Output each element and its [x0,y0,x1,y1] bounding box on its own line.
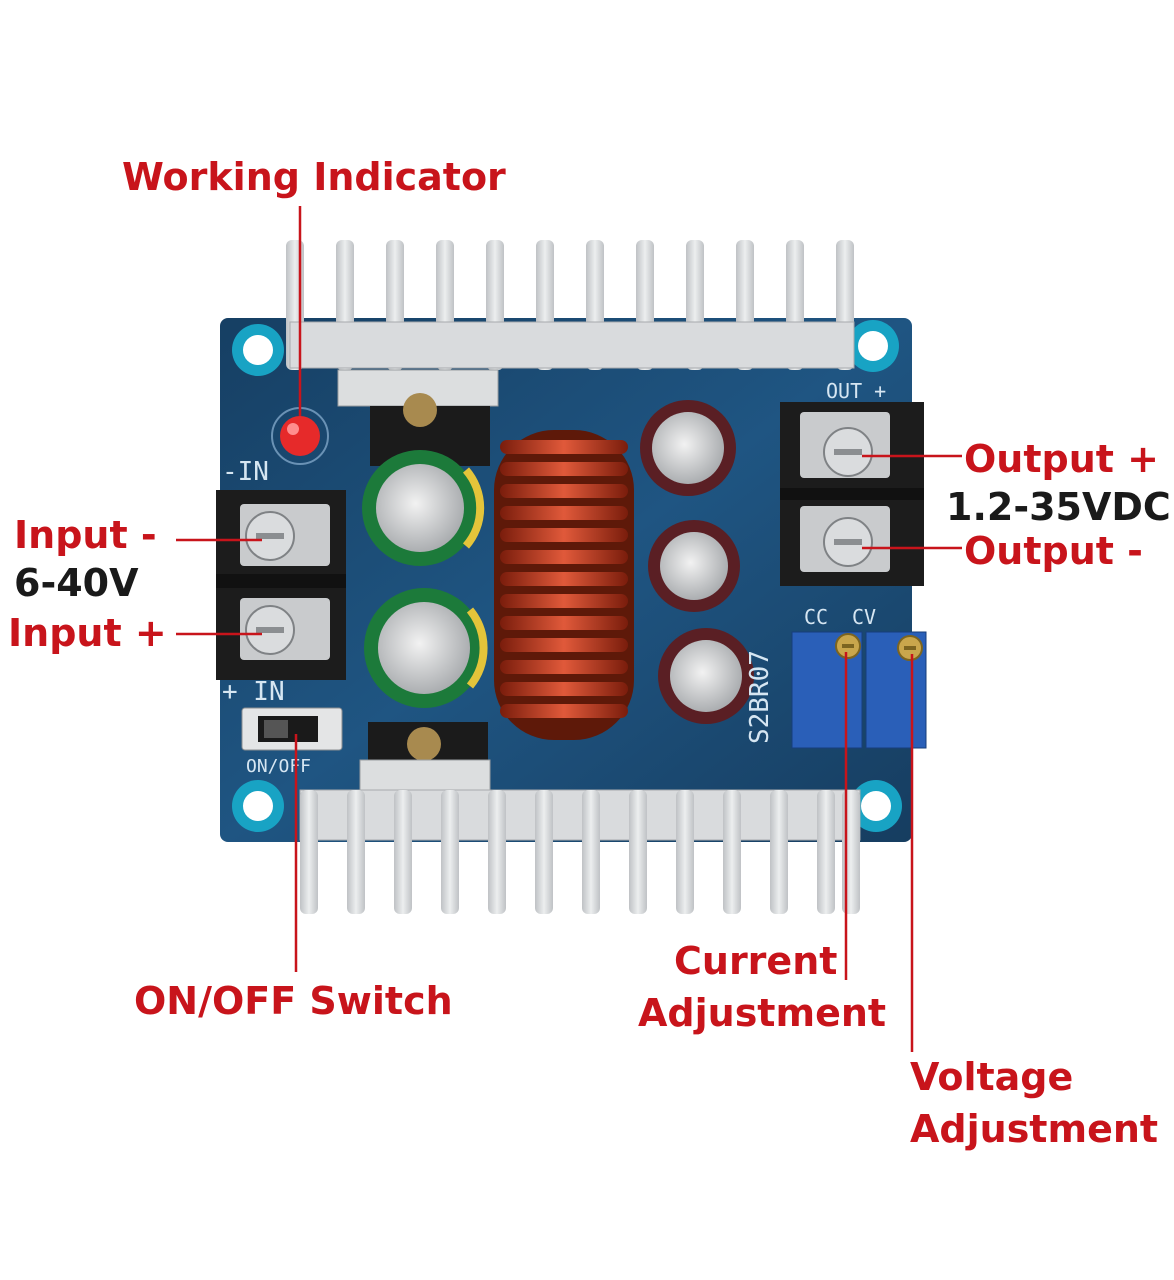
on-off-switch-label: ON/OFF Switch [134,979,453,1023]
top-heatsink [286,240,855,370]
silk-cc: CC [804,605,828,629]
silk-chip-code: S2BR07 [745,650,775,744]
current-adjustment-potentiometer [791,631,863,749]
silk-on-off: ON/OFF [246,756,311,777]
input-minus-label: Input - [14,513,157,557]
output-minus-label: Output - [964,529,1143,573]
current-adjustment-label-line1: Current [674,939,838,983]
output-plus-label: Output + [964,437,1160,481]
silk-in-minus: -IN [222,457,269,487]
voltage-adjustment-label-line2: Adjustment [910,1107,1159,1151]
bottom-heatsink [299,789,861,914]
silk-cv: CV [852,605,876,629]
working-indicator-label: Working Indicator [122,155,506,199]
output-capacitor-2 [648,520,740,612]
input-capacitor-top [362,450,485,566]
top-mosfet [337,369,499,466]
output-capacitor-3 [658,628,754,724]
output-range-label: 1.2-35VDC [946,485,1171,529]
on-off-slide-switch [241,707,343,751]
current-adjustment-label-line2: Adjustment [638,991,887,1035]
input-range-label: 6-40V [14,561,139,605]
voltage-adjustment-label-line1: Voltage [910,1055,1074,1099]
output-capacitor-1 [640,400,736,496]
silk-out-plus: OUT + [826,379,886,403]
voltage-adjustment-potentiometer [865,631,927,749]
silk-in-plus: + IN [222,677,285,707]
inductor-coil [494,430,634,740]
working-indicator-led [271,407,329,465]
input-plus-label: Input + [8,611,167,655]
output-terminal-block [780,402,924,586]
leader-lines [176,206,962,1052]
input-terminal-block [216,490,346,680]
input-capacitor-bottom [364,588,488,708]
bottom-mosfet [359,722,491,791]
